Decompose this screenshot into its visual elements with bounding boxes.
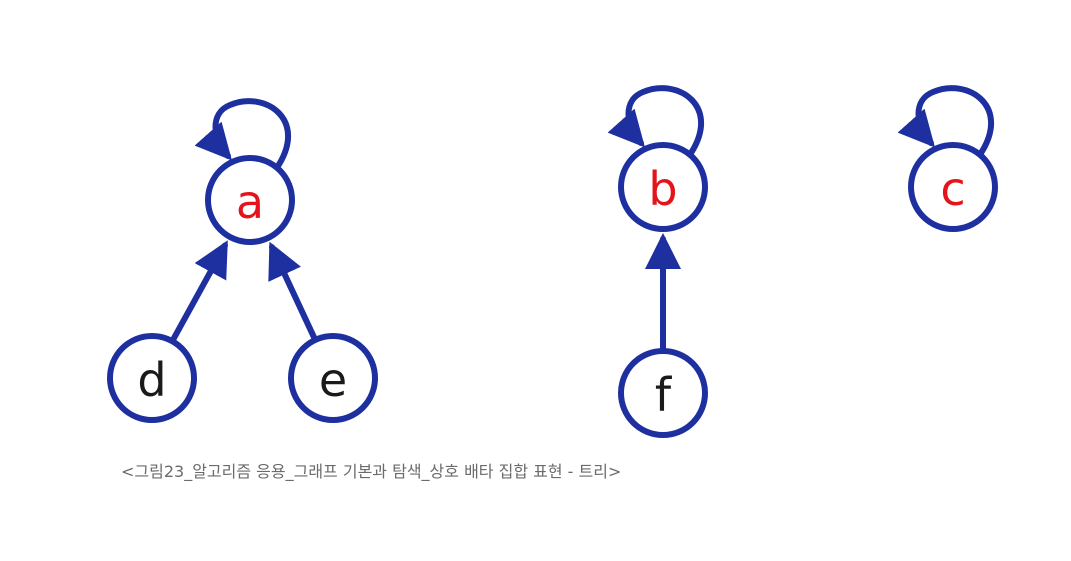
node-c: c [908, 142, 998, 232]
node-b: b [618, 142, 708, 232]
node-f: f [618, 348, 708, 438]
node-circle-a [205, 155, 295, 245]
node-label-f: f [655, 368, 673, 422]
node-label-d: d [137, 353, 166, 407]
node-a: a [205, 155, 295, 245]
node-e: e [288, 333, 378, 423]
node-circle-d [107, 333, 197, 423]
node-circle-f [618, 348, 708, 438]
node-circle-c [908, 142, 998, 232]
node-label-b: b [648, 162, 677, 216]
edges-layer [169, 85, 995, 354]
node-label-e: e [319, 353, 347, 407]
self-loop-a [194, 98, 292, 172]
node-d: d [107, 333, 197, 423]
node-circle-b [618, 142, 708, 232]
node-label-c: c [940, 162, 965, 216]
node-label-a: a [236, 175, 264, 229]
node-circle-e [288, 333, 378, 423]
edge-d-to-a [169, 240, 228, 345]
figure-caption: <그림23_알고리즘 응용_그래프 기본과 탐색_상호 배타 집합 표현 - 트… [121, 462, 622, 481]
nodes-layer: a b c d e f [107, 142, 998, 438]
edge-e-to-a [268, 241, 319, 343]
self-loop-b [607, 85, 705, 159]
self-loop-c [897, 85, 995, 159]
